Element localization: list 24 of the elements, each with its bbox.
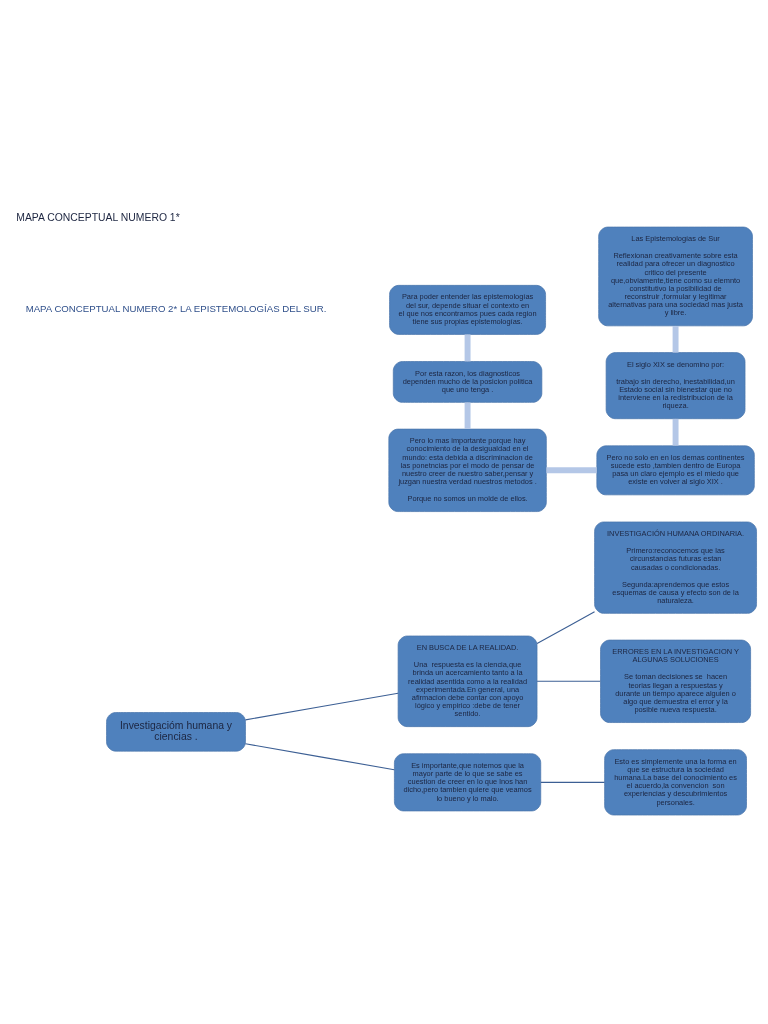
- node-box: Investigacióm humana y ciencias .: [106, 711, 246, 751]
- node-box: Pero lo mas importante porque hay conocimiento de la desigualdad en el mundo: esta debida a discriminacion de las ponetncias por el modo de pensar de nuestro creer de nuestro saber,pensar y juzgan nuestra verdad nuestros metodos . Porque no somos un molde de ellos.: [388, 428, 547, 512]
- node-box: ERRORES EN LA INVESTIGACION Y ALGUNAS SOLUCIONES Se toman decisiones se hacen teorias llegan a respuestas y durante un tiempo aparece alguien o algo que demuestra el error y la posible nueva respuesta.: [600, 639, 751, 723]
- node-box: EN BUSCA DE LA REALIDAD. Una respuesta es la ciencia,que brinda un acercamiento tanto a la realidad asentida como a la realidad experimentada.En general, una afirmacion debe contar con apoyo lógico y empirico :debe de tener sentido.: [397, 635, 538, 727]
- diagram-title: MAPA CONCEPTUAL NUMERO 1*: [16, 211, 180, 223]
- node-box: Esto es simplemente una la forma en que se estructura la sociedad humana.La base del conocimiento es el acuerdo,la convencion son experiencias y descubrimientos personales.: [604, 748, 747, 815]
- connector: [672, 325, 679, 353]
- connector: [464, 333, 471, 361]
- connector: [244, 692, 399, 720]
- node-box: Pero no solo en en los demas continentes sucede esto ,tambien dentro de Europa pasa un claro ejemplo es el miedo que existe en volver al siglo XIX .: [596, 444, 755, 495]
- node-box: Por esta razon, los diagnosticos dependen mucho de la posicion politica que uno tenga .: [392, 360, 543, 403]
- node-box: El siglo XIX se denomino por: trabajo sin derecho, inestabilidad,un Estado social sin bienestar que no interviene en la redistribucion de la riqueza.: [605, 351, 746, 419]
- node-box: Para poder entender las epistemologías del sur, depende situar el contexto en el que nos encontramos pues cada region tiene sus propias epistemologías.: [389, 284, 546, 335]
- node-box: INVESTIGACIÓN HUMANA ORDINARIA. Primero:reconocemos que las circunstancias futuras estan causadas o condicionadas. Segunda:aprendemos que estos esquemas de causa y efecto son de la naturaleza.: [594, 521, 757, 614]
- connector: [540, 781, 606, 783]
- connector: [244, 742, 395, 770]
- node-box: Las Epistemologías de Sur Reflexionan creativamente sobre esta realidad para ofrecer un diagnostico critico del presente que,obviamente,tiene como su elemnto constitutivo la posibilidad de reconstruir ,formular y legitimar alternativas para una sociedad mas justa y libre.: [598, 226, 753, 326]
- connector: [546, 466, 597, 473]
- connector: [464, 402, 471, 429]
- connector: [536, 610, 596, 644]
- connector: [672, 418, 679, 446]
- connector: [536, 680, 601, 682]
- label: MAPA CONCEPTUAL NUMERO 2* LA EPISTEMOLOGÍAS DEL SUR.: [25, 302, 327, 314]
- node-box: Es importante,que notemos que la mayor parte de lo que se sabe es cuestion de creer en lo que lnos han dicho,pero tambien quiere que veamos lo bueno y lo malo.: [394, 752, 542, 811]
